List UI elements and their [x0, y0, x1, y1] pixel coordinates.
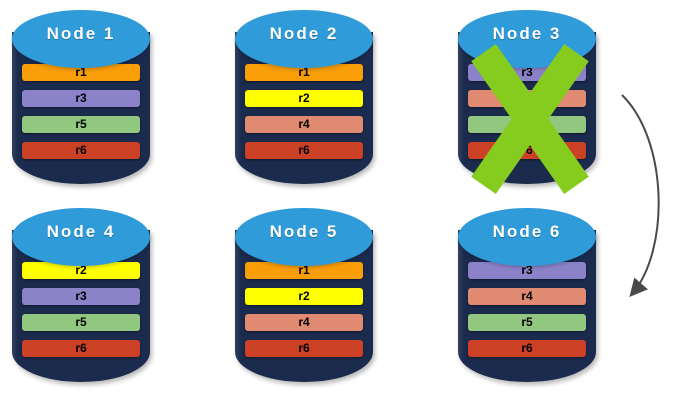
record-bar[interactable]: r6 — [22, 142, 140, 159]
cylinder-top — [12, 208, 150, 266]
record-list: r1 r3 r5 r6 — [22, 64, 140, 159]
record-bar[interactable]: r4 — [468, 288, 586, 305]
record-bar[interactable]: r6 — [22, 340, 140, 357]
record-bar[interactable]: r5 — [468, 116, 586, 133]
record-bar[interactable]: r4 — [468, 90, 586, 107]
cylinder-top — [458, 10, 596, 68]
cylinder-top — [12, 10, 150, 68]
record-bar[interactable]: r2 — [245, 90, 363, 107]
record-bar[interactable]: r5 — [468, 314, 586, 331]
record-bar[interactable]: r1 — [245, 262, 363, 279]
record-list: r3 r4 r5 r6 — [468, 262, 586, 357]
record-bar[interactable]: r6 — [468, 142, 586, 159]
failover-arrow — [621, 94, 660, 298]
record-bar[interactable]: r3 — [22, 288, 140, 305]
record-list: r2 r3 r5 r6 — [22, 262, 140, 357]
record-bar[interactable]: r5 — [22, 314, 140, 331]
record-list: r1 r2 r4 r6 — [245, 64, 363, 159]
record-bar[interactable]: r6 — [245, 340, 363, 357]
record-bar[interactable]: r5 — [22, 116, 140, 133]
record-bar[interactable]: r6 — [245, 142, 363, 159]
cylinder-top — [458, 208, 596, 266]
record-bar[interactable]: r2 — [245, 288, 363, 305]
record-bar[interactable]: r4 — [245, 314, 363, 331]
record-bar[interactable]: r1 — [245, 64, 363, 81]
record-list: r1 r2 r4 r6 — [245, 262, 363, 357]
cylinder-top — [235, 208, 373, 266]
record-bar[interactable]: r2 — [22, 262, 140, 279]
record-bar[interactable]: r1 — [22, 64, 140, 81]
record-bar[interactable]: r4 — [245, 116, 363, 133]
cylinder-top — [235, 10, 373, 68]
record-bar[interactable]: r3 — [468, 262, 586, 279]
record-bar[interactable]: r3 — [22, 90, 140, 107]
record-bar[interactable]: r6 — [468, 340, 586, 357]
